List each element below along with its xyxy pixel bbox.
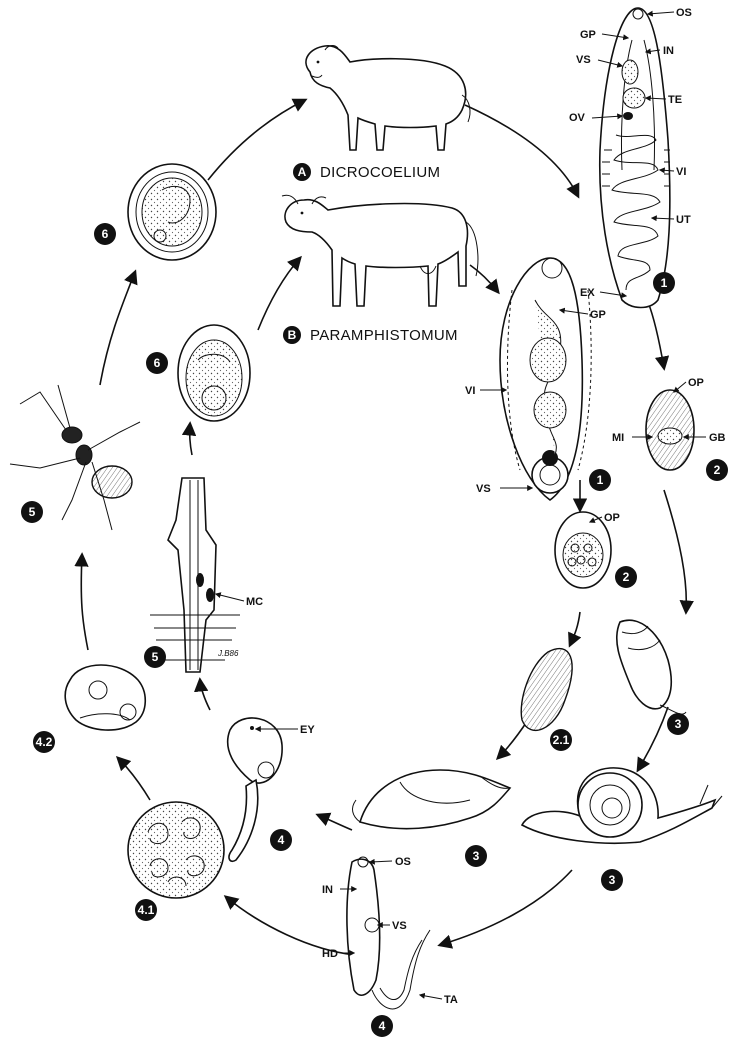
stage-badge-4-a: 4: [371, 1015, 393, 1037]
sporocyst-daughter: [64, 664, 147, 731]
label-os-c: OS: [395, 856, 411, 868]
stage-badge-1-b: 1: [589, 469, 611, 491]
svg-text:4.1: 4.1: [138, 903, 155, 917]
stage-badge-5-b: 5: [144, 646, 166, 668]
label-op-b: OP: [604, 512, 620, 524]
stage-badge-2-a: 2: [706, 459, 728, 481]
label-ut: UT: [676, 214, 691, 226]
redia-labels: OS IN VS HD TA: [322, 856, 458, 1006]
dicrocoelium-egg: OP MI GB: [612, 377, 726, 471]
stage-badge-4-b: 4: [270, 829, 292, 851]
cycle-arrows: [74, 98, 694, 956]
title-a-letter: A: [298, 165, 307, 179]
sporocyst-ball: [127, 801, 225, 899]
svg-text:2: 2: [714, 463, 721, 477]
stage-badge-4-1: 4.1: [135, 899, 157, 921]
label-in: IN: [663, 45, 674, 57]
svg-text:4: 4: [278, 833, 285, 847]
paramphistomum-title: B PARAMPHISTOMUM: [283, 326, 458, 344]
stage-badges: 1 2 1 2 2.1 3 3 3 4 4 4.1 4.2 5 5 6 6: [21, 223, 728, 1037]
lymnaea-snail-paramphistomum: [352, 769, 512, 830]
lymnaea-snail-dicrocoelium: [616, 619, 687, 715]
sheep-host-illustration: [305, 45, 471, 151]
svg-text:6: 6: [154, 356, 161, 370]
svg-text:3: 3: [675, 717, 682, 731]
paramphistomum-adult-fluke: [499, 257, 592, 501]
stage-badge-1-a: 1: [653, 272, 675, 294]
stage-badge-4-2: 4.2: [33, 731, 55, 753]
ant-host-illustration: [9, 384, 141, 531]
label-mc: MC: [246, 596, 263, 608]
svg-text:3: 3: [473, 849, 480, 863]
label-ta: TA: [444, 994, 458, 1006]
svg-text:6: 6: [102, 227, 109, 241]
stage-badge-6-a: 6: [146, 352, 168, 374]
signature-text: J.B86: [217, 649, 239, 658]
label-te: TE: [668, 94, 682, 106]
redia-stage: [346, 856, 431, 1010]
dicrocoelium-adult-fluke: [598, 7, 671, 309]
miracidium-larva: [520, 647, 573, 732]
stage-badge-3-c: 3: [465, 845, 487, 867]
label-gp-b: GP: [590, 309, 606, 321]
label-vi-a: VI: [676, 166, 686, 178]
label-vs-b: VS: [476, 483, 491, 495]
svg-text:5: 5: [29, 505, 36, 519]
label-gp: GP: [580, 29, 596, 41]
stage-badge-6-b: 6: [94, 223, 116, 245]
title-a-name: DICROCOELIUM: [320, 164, 440, 181]
grass-blade-with-metacercariae: MC J.B86: [150, 477, 263, 673]
paramphistomum-egg: OP: [554, 511, 620, 589]
stage-badge-3-b: 3: [601, 869, 623, 891]
svg-text:1: 1: [661, 276, 668, 290]
metacercaria-cyst-dicrocoelium: [127, 163, 217, 261]
dicrocoelium-labels: OS GP IN VS TE OV VI UT EX: [569, 7, 692, 299]
title-b-letter: B: [288, 328, 297, 342]
cercaria-tailed: EY: [226, 717, 315, 863]
label-gb: GB: [709, 432, 726, 444]
svg-text:2.1: 2.1: [553, 733, 570, 747]
title-b-name: PARAMPHISTOMUM: [310, 327, 458, 344]
label-mi: MI: [612, 432, 624, 444]
svg-text:1: 1: [597, 473, 604, 487]
helix-snail: [520, 767, 723, 844]
label-vi-b: VI: [465, 385, 475, 397]
svg-text:4: 4: [379, 1019, 386, 1033]
svg-text:5: 5: [152, 650, 159, 664]
stage-badge-2-1: 2.1: [550, 729, 572, 751]
paramphistomum-labels: GP VI VS: [465, 307, 606, 495]
label-ey: EY: [300, 724, 315, 736]
label-in-c: IN: [322, 884, 333, 896]
label-op-a: OP: [688, 377, 704, 389]
label-vs-a: VS: [576, 54, 591, 66]
metacercaria-cyst-paramphistomum: [177, 324, 251, 422]
label-hd: HD: [322, 948, 338, 960]
label-ov: OV: [569, 112, 586, 124]
svg-text:2: 2: [623, 570, 630, 584]
dicrocoelium-title: A DICROCOELIUM: [293, 163, 440, 181]
label-os: OS: [676, 7, 692, 19]
stage-badge-2-b: 2: [615, 566, 637, 588]
label-vs-c: VS: [392, 920, 407, 932]
stage-badge-5-a: 5: [21, 501, 43, 523]
svg-text:3: 3: [609, 873, 616, 887]
svg-text:4.2: 4.2: [36, 735, 53, 749]
cow-host-illustration: [281, 194, 479, 307]
stage-badge-3-a: 3: [667, 713, 689, 735]
label-ex: EX: [580, 287, 595, 299]
